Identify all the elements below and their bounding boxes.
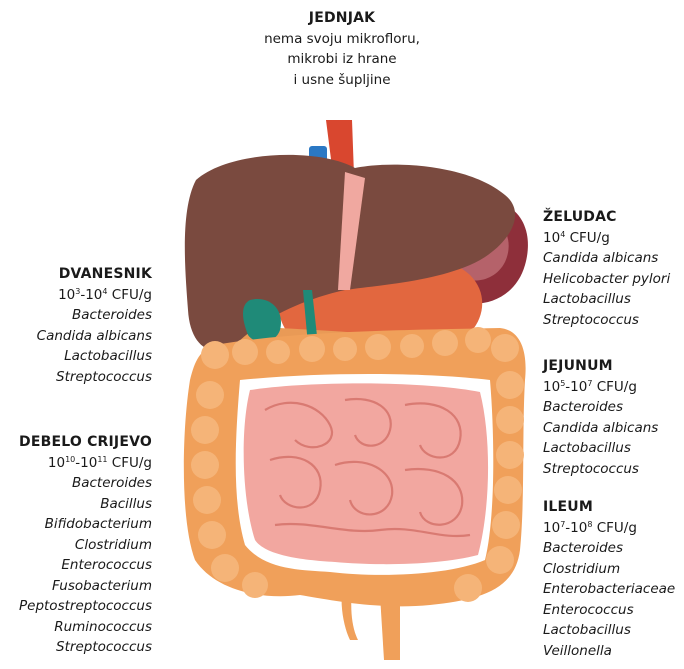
microbe-item: Bacillus — [2, 494, 152, 515]
small-intestine — [244, 383, 488, 564]
duodenum-label: DVANESNIK 103-104 CFU/g Bacteroides Cand… — [6, 264, 152, 387]
jejunum-count: 105-107 CFU/g — [543, 377, 684, 398]
esophagus-label: JEDNJAK nema svoju mikrofloru, mikrobi i… — [222, 8, 462, 90]
microbe-item: Clostridium — [2, 535, 152, 556]
stomach-count: 104 CFU/g — [543, 228, 684, 249]
microbe-item: Veillonella — [543, 641, 684, 662]
microbe-item: Bacteroides — [6, 305, 152, 326]
microbe-item: Fusobacterium — [2, 576, 152, 597]
microbe-item: Bacteroides — [543, 397, 684, 418]
microbe-item: Bacteroides — [2, 473, 152, 494]
microbe-item: Ruminococcus — [2, 617, 152, 638]
microbe-item: Lactobacillus — [543, 289, 684, 310]
jejunum-title: JEJUNUM — [543, 356, 684, 377]
duodenum-count: 103-104 CFU/g — [6, 285, 152, 306]
esophagus-line-2: mikrobi iz hrane — [222, 49, 462, 70]
microbe-item: Helicobacter pylori — [543, 269, 684, 290]
microbe-item: Lactobacillus — [543, 620, 684, 641]
microbe-item: Lactobacillus — [6, 346, 152, 367]
microbe-item: Candida albicans — [6, 326, 152, 347]
stomach-title: ŽELUDAC — [543, 207, 684, 228]
microbe-item: Candida albicans — [543, 418, 684, 439]
microbe-item: Streptococcus — [2, 637, 152, 658]
colon-label: DEBELO CRIJEVO 1010-1011 CFU/g Bacteroid… — [2, 432, 152, 658]
microbe-item: Bifidobacterium — [2, 514, 152, 535]
stomach-label: ŽELUDAC 104 CFU/g Candida albicans Helic… — [543, 207, 684, 330]
microbe-item: Candida albicans — [543, 248, 684, 269]
microbe-item: Peptostreptococcus — [2, 596, 152, 617]
rectum — [380, 595, 400, 660]
duodenum-title: DVANESNIK — [6, 264, 152, 285]
microbe-item: Streptococcus — [543, 310, 684, 331]
esophagus-line-3: i usne šupljine — [222, 70, 462, 91]
ileum-count: 107-108 CFU/g — [543, 518, 684, 539]
microbe-item: Lactobacillus — [543, 438, 684, 459]
microbe-item: Enterobacteriaceae — [543, 579, 684, 600]
microbe-item: Enterococcus — [543, 600, 684, 621]
microbe-item: Streptococcus — [6, 367, 152, 388]
jejunum-label: JEJUNUM 105-107 CFU/g Bacteroides Candid… — [543, 356, 684, 479]
microbe-item: Clostridium — [543, 559, 684, 580]
microbe-item: Enterococcus — [2, 555, 152, 576]
ileum-label: ILEUM 107-108 CFU/g Bacteroides Clostrid… — [543, 497, 684, 661]
colon-title: DEBELO CRIJEVO — [2, 432, 152, 453]
colon-count: 1010-1011 CFU/g — [2, 453, 152, 474]
microbe-item: Bacteroides — [543, 538, 684, 559]
microbe-item: Streptococcus — [543, 459, 684, 480]
esophagus-line-1: nema svoju mikrofloru, — [222, 29, 462, 50]
ileum-title: ILEUM — [543, 497, 684, 518]
esophagus-title: JEDNJAK — [222, 8, 462, 29]
